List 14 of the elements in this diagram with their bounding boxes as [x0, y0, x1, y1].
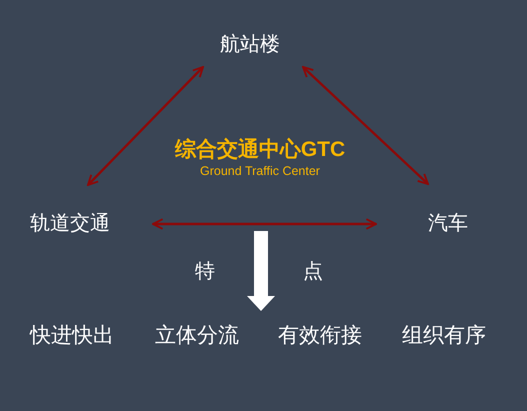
side-label: 点 — [303, 260, 323, 284]
feature-label: 组织有序 — [402, 323, 486, 349]
place-label: 航站楼 — [220, 30, 280, 58]
place-label: 轨道交通 — [30, 210, 110, 236]
center-title: 综合交通中心GTC — [174, 137, 346, 163]
feature-label: 立体分流 — [155, 323, 239, 349]
feature-label: 快进快出 — [30, 323, 114, 349]
double-arrow — [87, 66, 204, 186]
double-arrow — [302, 66, 429, 185]
side-label: 特 — [195, 260, 215, 284]
place-label: 汽车 — [428, 210, 468, 236]
center-subtitle: Ground Traffic Center — [200, 163, 320, 179]
feature-label: 有效衔接 — [278, 323, 362, 349]
double-arrow — [152, 218, 377, 230]
